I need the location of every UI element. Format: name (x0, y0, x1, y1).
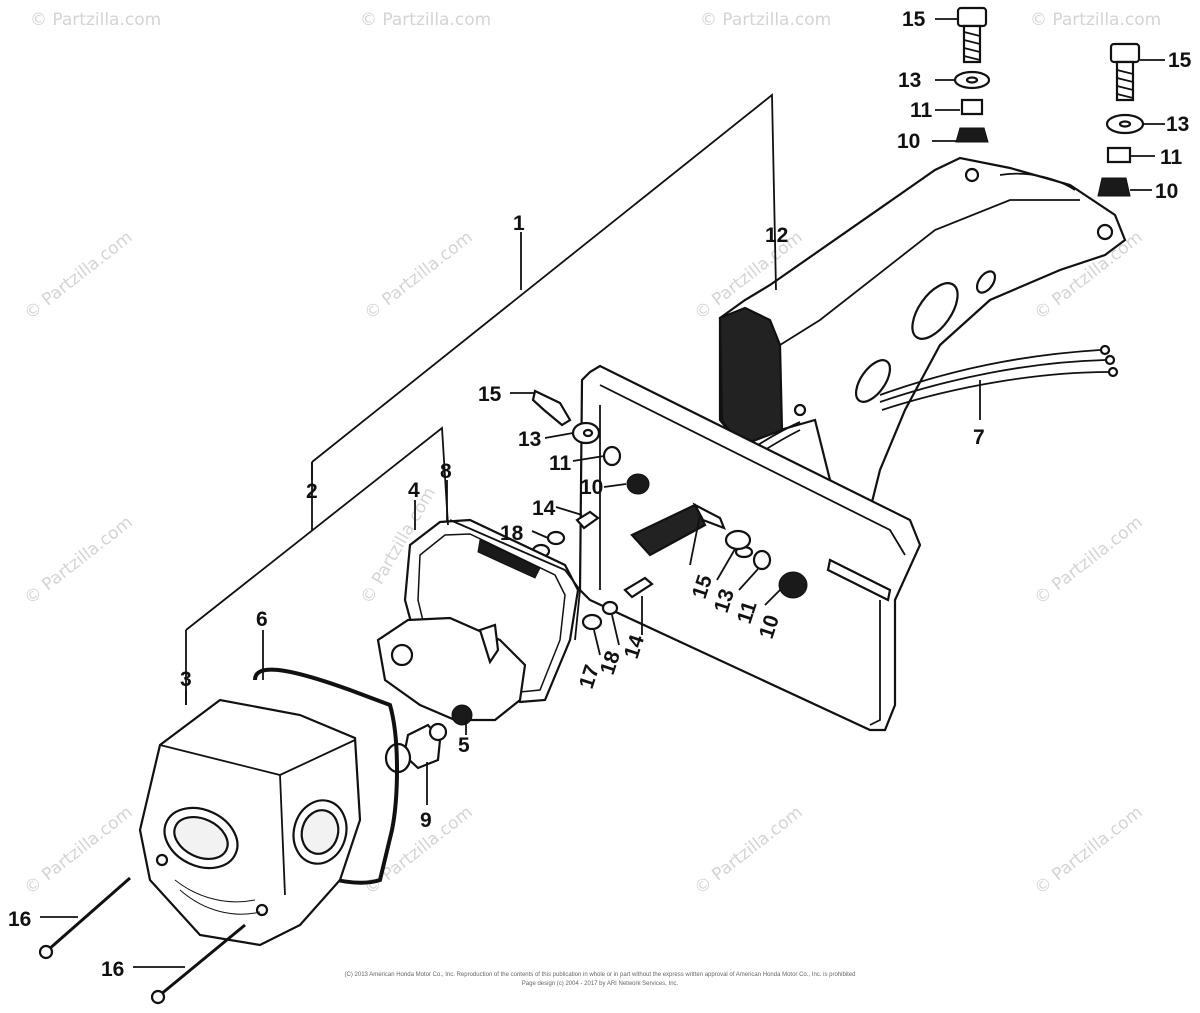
watermark-text: © Partzilla.com (21, 802, 137, 899)
callout-9: 9 (420, 809, 432, 832)
callout-1: 1 (513, 212, 525, 235)
callout-18-a: 18 (500, 522, 524, 545)
callout-15-right: 15 (1168, 49, 1192, 72)
callout-7: 7 (973, 426, 985, 449)
copyright-footer: (C) 2013 American Honda Motor Co., Inc. … (345, 972, 856, 987)
callout-16-b: 16 (101, 958, 124, 981)
bracket-hardware (531, 389, 808, 631)
watermark-text: © Partzilla.com (1030, 10, 1161, 30)
callout-6: 6 (256, 608, 268, 631)
bulb-part (384, 722, 448, 774)
callout-5: 5 (458, 734, 470, 757)
callout-13-top: 13 (898, 69, 921, 92)
watermark-text: © Partzilla.com (700, 10, 831, 30)
callout-16-a: 16 (8, 908, 31, 931)
watermark-text: © Partzilla.com (361, 227, 477, 324)
watermark-text: © Partzilla.com (1031, 802, 1147, 899)
copyright-line-1: (C) 2013 American Honda Motor Co., Inc. … (345, 972, 856, 978)
callout-11-mid: 11 (549, 452, 572, 475)
callout-15-mid: 15 (478, 383, 502, 406)
watermark-text: © Partzilla.com (691, 802, 807, 899)
watermark-text: © Partzilla.com (30, 10, 161, 30)
callout-15-top: 15 (902, 8, 926, 31)
socket-part (376, 616, 527, 726)
callout-10-mid: 10 (580, 476, 603, 499)
callout-13-mid: 13 (518, 428, 541, 451)
callout-8: 8 (440, 460, 452, 483)
callout-13-right: 13 (1166, 113, 1189, 136)
callout-3: 3 (180, 668, 192, 691)
lens-screws-part (38, 876, 246, 1005)
callout-4: 4 (408, 479, 420, 502)
callout-14-a: 14 (532, 497, 556, 520)
callout-10-top: 10 (897, 130, 920, 153)
callout-11-top: 11 (910, 99, 933, 122)
rear-bracket-part (718, 156, 1127, 512)
watermark-text: © Partzilla.com (361, 802, 477, 899)
mounting-hardware-top (953, 6, 1145, 197)
watermark-text: © Partzilla.com (1031, 512, 1147, 609)
callout-12: 12 (765, 224, 788, 247)
watermark-text: © Partzilla.com (21, 227, 137, 324)
watermark-text: © Partzilla.com (21, 512, 137, 609)
lens-cover-part (138, 698, 362, 947)
copyright-line-2: Page design (c) 2004 - 2017 by ARI Netwo… (522, 981, 679, 987)
watermark-text: © Partzilla.com (360, 10, 491, 30)
callout-11-right: 11 (1160, 146, 1183, 169)
leader-lines (40, 18, 1165, 968)
callout-2: 2 (306, 480, 318, 503)
callout-10-right: 10 (1155, 180, 1178, 203)
